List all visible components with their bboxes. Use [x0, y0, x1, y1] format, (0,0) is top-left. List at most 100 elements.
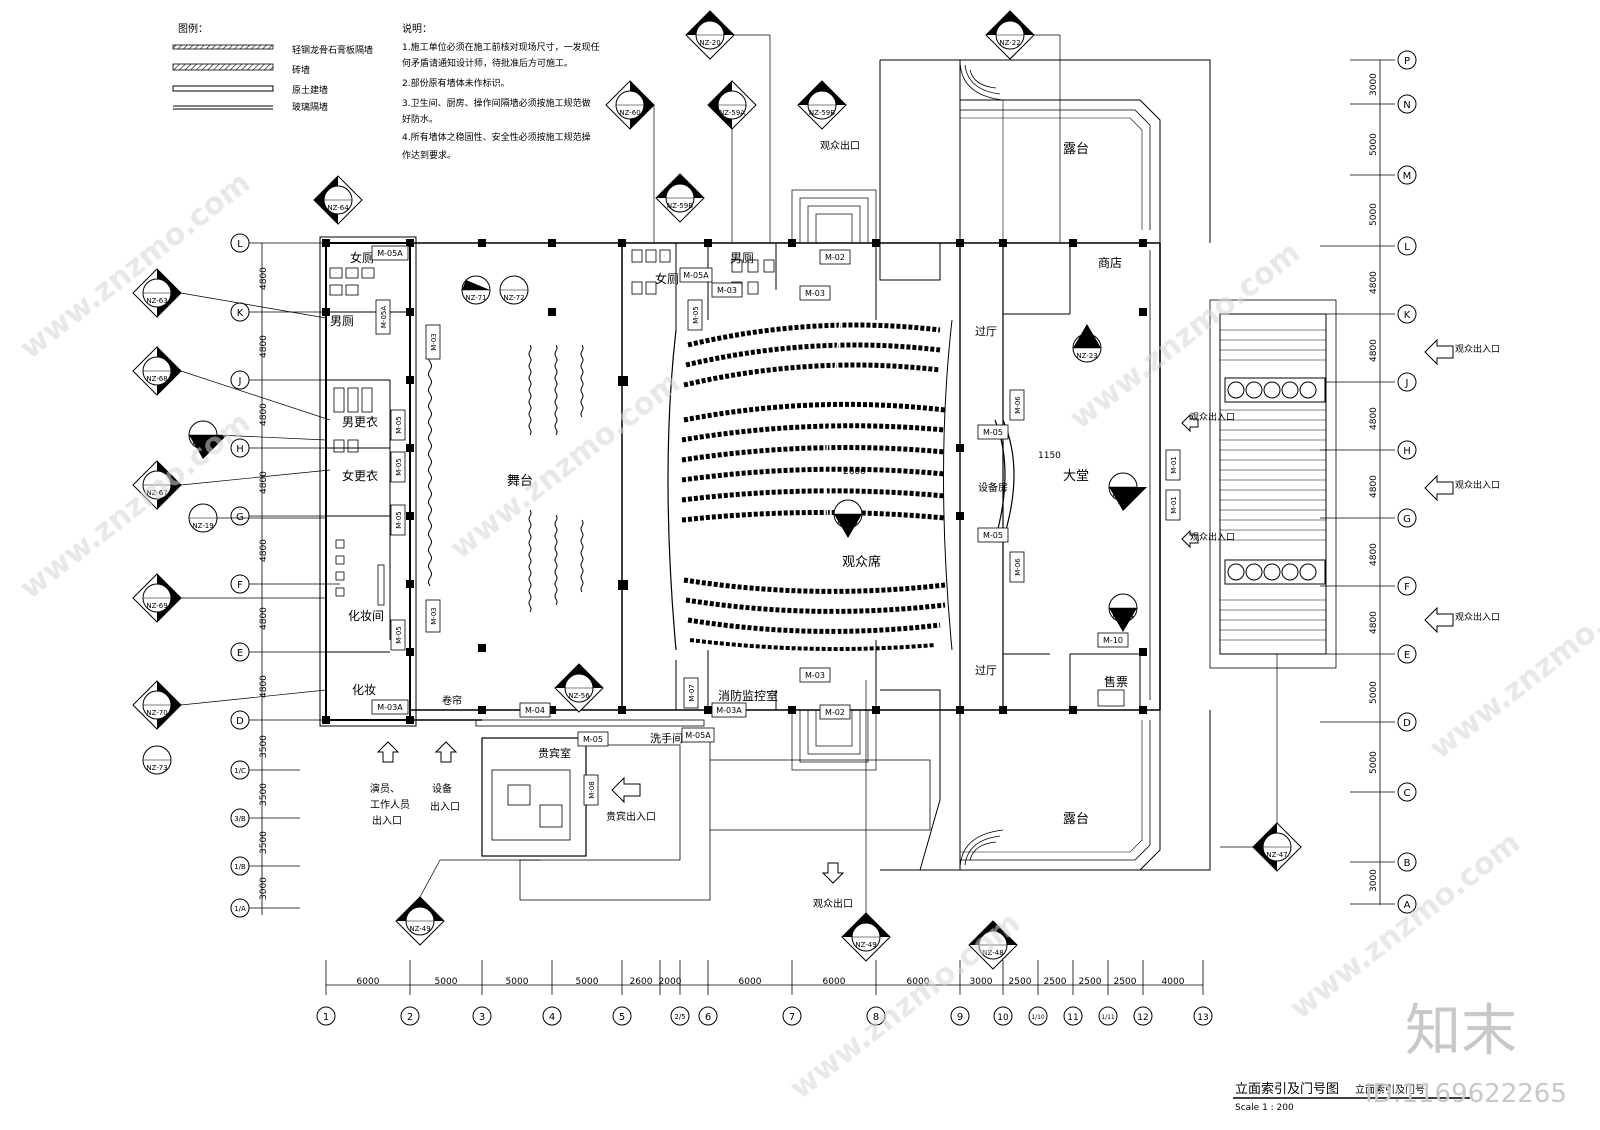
legend-swatch-gypsum — [172, 44, 274, 50]
dim-bottom: 4000 — [1162, 977, 1185, 987]
svg-text:NZ-59B: NZ-59B — [809, 109, 835, 117]
svg-text:M-02: M-02 — [825, 708, 845, 717]
dim-bottom: 2500 — [1079, 977, 1102, 987]
grid-row-label: E — [237, 648, 243, 659]
grid-row-label: G — [1403, 514, 1411, 525]
left-grid-bubbles: L K J H G F E D 1/C 3/B 1/B 1/A — [230, 233, 250, 918]
elevation-symbol: NZ-22 — [985, 10, 1035, 60]
grid-col-label: 11 — [1067, 1013, 1078, 1023]
dim-right: 5000 — [1369, 133, 1379, 156]
svg-text:M-02: M-02 — [825, 253, 845, 262]
legend-swatch-original — [172, 85, 274, 92]
dim-right: 4800 — [1369, 339, 1379, 362]
right-dimensions: 3000 5000 5000 4800 4800 4800 4800 4800 … — [1369, 73, 1379, 892]
svg-text:M-03: M-03 — [805, 289, 825, 298]
door-tag: M-05 — [577, 731, 609, 747]
svg-text:NZ-22: NZ-22 — [999, 39, 1020, 47]
bottom-grid — [325, 960, 1204, 995]
door-tag: M-03 — [425, 324, 441, 360]
door-tag: M-06 — [1009, 389, 1025, 421]
entrance-audience-top: 观众出口 — [820, 139, 860, 152]
note-line: 何矛盾请通知设计师，待批准后方可施工。 — [402, 57, 573, 69]
grid-row-label: 1/A — [234, 905, 246, 913]
dim-right: 4800 — [1369, 543, 1379, 566]
dim-left: 4800 — [259, 607, 269, 630]
grid-col-label: 10 — [997, 1013, 1009, 1023]
inner-dimensions: 1150 2600 — [843, 451, 1061, 477]
door-tag: M-08 — [583, 774, 599, 806]
note-line: 1.施工单位必须在施工前核对现场尺寸，一发现任 — [402, 41, 600, 53]
dim-right: 3000 — [1369, 73, 1379, 96]
room-labels: 舞台 观众席 大堂 露台 露台 商店 售票 设备房 消防监控室 贵宾室 洗手间 … — [330, 142, 1128, 827]
grid-row-label: N — [1403, 100, 1410, 111]
door-tag: M-05 — [390, 409, 406, 441]
drawing-scale: Scale 1 : 200 — [1235, 1103, 1294, 1113]
grid-col-label: 2/5 — [674, 1013, 685, 1021]
door-tag: M-05A — [375, 299, 391, 335]
svg-text:M-05A: M-05A — [377, 249, 403, 258]
svg-text:NZ-69: NZ-69 — [146, 602, 167, 610]
legend-swatch-brick — [172, 63, 274, 71]
right-grid-bubbles: P N M L K J H G F E D C B A — [1397, 50, 1417, 914]
dim-bottom: 5000 — [506, 977, 529, 987]
svg-text:M-05: M-05 — [395, 416, 403, 433]
door-tags: M-05A M-05A M-03 M-05 M-05 M-05 M-03 M-0… — [371, 245, 1181, 806]
legend-title: 图例： — [178, 22, 208, 35]
grid-col-label: 7 — [789, 1012, 795, 1023]
elevation-index-symbols: NZ-20 NZ-22 NZ-60 NZ-59A NZ-59B NZ-59B — [132, 10, 1302, 970]
svg-text:M-04: M-04 — [525, 706, 545, 715]
door-tag: M-01 — [1165, 449, 1181, 481]
svg-text:NZ-60: NZ-60 — [619, 109, 640, 117]
elevation-symbol: NZ-49 — [841, 912, 891, 962]
note-line: 3.卫生间、厨房、操作间隔墙必须按施工规范做 — [402, 97, 591, 109]
svg-text:NZ-47: NZ-47 — [1266, 851, 1287, 859]
dim-bottom: 2600 — [630, 977, 653, 987]
watermark-text: www.znzmo.com — [13, 165, 257, 366]
elevation-symbol: NZ-72 — [499, 275, 529, 305]
grid-row-label: P — [1404, 56, 1410, 67]
grid-col-label: 3 — [479, 1012, 485, 1023]
door-tag: M-05 — [390, 619, 406, 651]
svg-text:M-05: M-05 — [583, 735, 603, 744]
elevation-symbol: NZ-68 — [132, 346, 182, 396]
door-tag: M-03 — [425, 599, 441, 633]
entrance-audience-in: 观众出入口 — [1190, 531, 1235, 543]
room-lobby-label: 大堂 — [1063, 469, 1089, 484]
door-tag: M-05A — [371, 245, 409, 261]
note-line: 好防水。 — [402, 113, 438, 125]
dim-left: 4800 — [259, 267, 269, 290]
elevation-symbol: NZ-20 — [685, 10, 735, 60]
brand-logo: 知末 ID:1169622265 — [1365, 999, 1567, 1109]
door-tag: M-05A — [681, 727, 715, 743]
image-id-text: ID:1169622265 — [1365, 1079, 1567, 1109]
room-makeup-label: 化妆间 — [348, 609, 384, 623]
elevation-symbol: NZ-23 — [1072, 324, 1102, 363]
leader-lines — [180, 34, 1278, 913]
door-tag: M-05 — [977, 424, 1009, 440]
room-wash-label: 洗手间 — [650, 731, 683, 745]
grid-row-label: 3/B — [234, 815, 246, 823]
grid-col-label: 1/10 — [1031, 1014, 1045, 1021]
dim-bottom: 2000 — [659, 977, 682, 987]
drawing-title: 立面索引及门号图 — [1235, 1082, 1339, 1097]
dim-right: 4800 — [1369, 611, 1379, 634]
elevation-symbol: NZ-63 — [132, 268, 182, 318]
entrance-stairs — [791, 189, 877, 771]
room-curtain-label: 卷帘 — [442, 694, 462, 707]
room-shop-label: 商店 — [1098, 255, 1122, 270]
entrance-audience-in: 观众出入口 — [1455, 611, 1500, 623]
svg-text:NZ-24: NZ-24 — [1112, 612, 1134, 620]
grid-col-label: 12 — [1137, 1013, 1148, 1023]
entrance-audience-bottom: 观众出口 — [813, 897, 853, 910]
svg-text:NZ-21: NZ-21 — [837, 518, 858, 526]
grid-row-label: K — [1404, 310, 1411, 321]
grid-row-label: G — [236, 512, 244, 523]
dim-right: 4800 — [1369, 475, 1379, 498]
svg-text:M-01: M-01 — [1170, 456, 1178, 473]
dim-left: 4800 — [259, 471, 269, 494]
door-tag: M-06 — [1009, 551, 1025, 583]
dim-right: 4800 — [1369, 271, 1379, 294]
elevation-symbol: NZ-24 — [1108, 593, 1138, 632]
grid-row-label: 1/B — [234, 863, 246, 871]
dim-left: 3500 — [259, 831, 269, 854]
